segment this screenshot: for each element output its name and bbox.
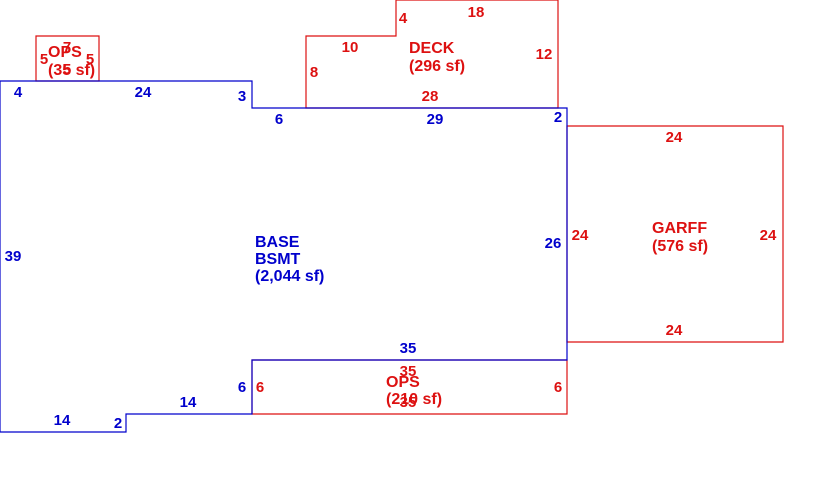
deck-dim-top: 18 [468,4,485,21]
base-dim-notch-drop: 3 [238,88,246,105]
base-dim-bottom-mid: 14 [180,394,197,411]
deck-dim-left: 8 [310,64,318,81]
base-bsmt-outline [0,80,568,433]
ops-bottom-dim-bottom: 35 [400,394,417,411]
garage-dim-bottom: 24 [666,322,683,339]
garage-dim-right: 24 [760,227,777,244]
base-dim-notch-run: 6 [275,111,283,128]
ops-bottom-dim-right: 6 [554,379,562,396]
garage-name: GARFF [652,220,707,237]
base-dim-left: 39 [5,248,22,265]
ops-top-labels: 7 5 5 5 OPS (35 sf) [40,39,95,79]
ops-bottom-name: OPS [386,374,420,391]
base-area: (2,044 sf) [255,268,324,285]
deck-labels: 4 18 10 12 8 28 DECK (296 sf) [310,4,553,105]
deck-dim-right: 12 [536,46,553,63]
deck-name: DECK [409,40,455,57]
base-dim-right: 26 [545,235,562,252]
ops-top-dim-bottom: 5 [63,61,71,78]
ops-top-dim-top: 7 [63,39,71,56]
base-labels: 4 24 3 6 29 2 39 26 35 6 14 14 2 BASE BS… [5,84,563,432]
deck-area: (296 sf) [409,58,465,75]
base-dim-bottom-right: 35 [400,340,417,357]
ops-top-area: (35 sf) [48,62,95,79]
ops-bottom-labels: 35 6 6 35 OPS (210 sf) [256,363,562,411]
base-dim-small-step: 2 [114,415,122,432]
ops-top-dim-right: 5 [86,51,94,68]
ops-top-name: OPS [48,44,82,61]
garage-area: (576 sf) [652,238,708,255]
ops-bottom-dim-left: 6 [256,379,264,396]
garage-labels: 24 24 24 24 GARFF (576 sf) [572,129,777,339]
garage-dim-left: 24 [572,227,589,244]
ops-top-dim-left: 5 [40,51,48,68]
deck-dim-step-top: 10 [342,39,359,56]
garage-dim-top: 24 [666,129,683,146]
deck-dim-step-left: 4 [399,10,408,27]
ops-bottom-dim-top: 35 [400,363,417,380]
base-name-line1: BASE [255,234,300,251]
base-dim-bottom-left: 14 [54,412,71,429]
base-name-line2: BSMT [255,251,301,268]
base-dim-top-left: 4 [14,84,23,101]
deck-dim-bottom: 28 [422,88,439,105]
ops-bottom-area: (210 sf) [386,391,442,408]
base-dim-top: 24 [135,84,152,101]
base-dim-top-right: 29 [427,111,444,128]
base-dim-step-up: 6 [238,379,246,396]
base-dim-corner: 2 [554,109,562,126]
